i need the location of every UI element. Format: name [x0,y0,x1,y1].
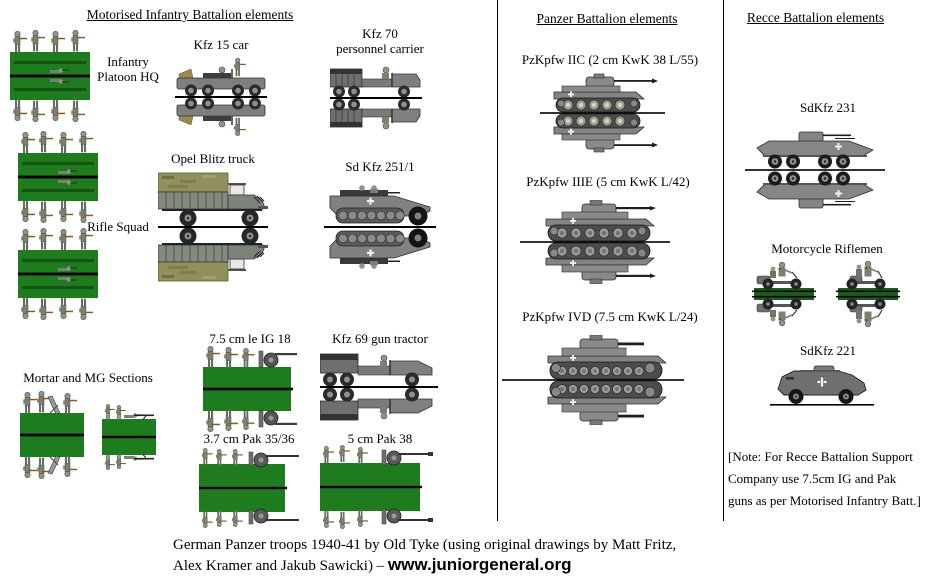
recce-note: [Note: For Recce Battalion Support Compa… [728,449,921,508]
counter-kfz70 [330,66,422,130]
column-divider-left [497,0,498,521]
counter-kfz15 [175,56,267,138]
caption: German Panzer troops 1940-41 by Old Tyke… [173,535,676,576]
label-motorcycle-riflemen: Motorcycle Riflemen [771,241,883,256]
label-opel-blitz: Opel Blitz truck [171,151,255,166]
label-infantry-platoon-hq: Infantry Platoon HQ [97,54,159,84]
label-kfz70: Kfz 70 personnel carrier [336,26,424,56]
heading-recce: Recce Battalion elements [746,10,885,25]
counter-pak35 [199,448,301,528]
heading-panzer: Panzer Battalion elements [536,11,678,26]
label-sdkfz251: Sd Kfz 251/1 [345,159,415,174]
label-pak35: 3.7 cm Pak 35/36 [203,431,295,446]
label-kfz15: Kfz 15 car [193,37,249,52]
label-pz3: PzKpfw IIIE (5 cm KwK L/42) [526,174,690,189]
label-pz2: PzKpfw IIC (2 cm KwK 38 L/55) [521,52,699,67]
label-mortar-mg: Mortar and MG Sections [23,370,153,385]
counter-infantry-platoon-hq [10,30,90,122]
heading-motorised-infantry: Motorised Infantry Battalion elements [86,7,294,22]
counter-opel-blitz [158,172,268,282]
figure-sdkfz221 [770,365,874,407]
juniorgeneral-url: www.juniorgeneral.org [387,555,572,574]
counter-pz2 [540,73,665,153]
counter-pak38 [320,445,436,529]
label-pz4: PzKpfw IVD (7.5 cm KwK L/24) [522,309,698,324]
counter-motorcycle-solo [836,260,900,328]
counter-sdkfz231 [745,131,885,209]
label-rifle-squad: Rifle Squad [87,219,149,234]
label-pak38: 5 cm Pak 38 [347,431,413,446]
counter-ig18 [203,346,299,432]
label-sdkfz231: SdKfz 231 [800,100,856,115]
label-sdkfz221: SdKfz 221 [800,343,856,358]
counter-sdkfz251 [324,184,436,270]
counter-rifle-squad-2 [18,228,98,320]
counter-rifle-squad-1 [18,131,98,223]
label-ig18: 7.5 cm le IG 18 [209,331,291,346]
column-divider-right [723,0,724,521]
counter-pz4 [502,335,684,425]
caption-line2: Alex Kramer and Jakub Sawicki) – www.jun… [173,555,572,574]
counter-motorcycle-sidecar [752,261,816,327]
counter-kfz69 [320,353,438,421]
caption-line1: German Panzer troops 1940-41 by Old Tyke… [173,537,677,553]
counter-mg-section [102,404,156,470]
counter-mortar-section [20,389,84,481]
counter-pz3 [520,200,670,284]
label-kfz69: Kfz 69 gun tractor [332,331,428,346]
